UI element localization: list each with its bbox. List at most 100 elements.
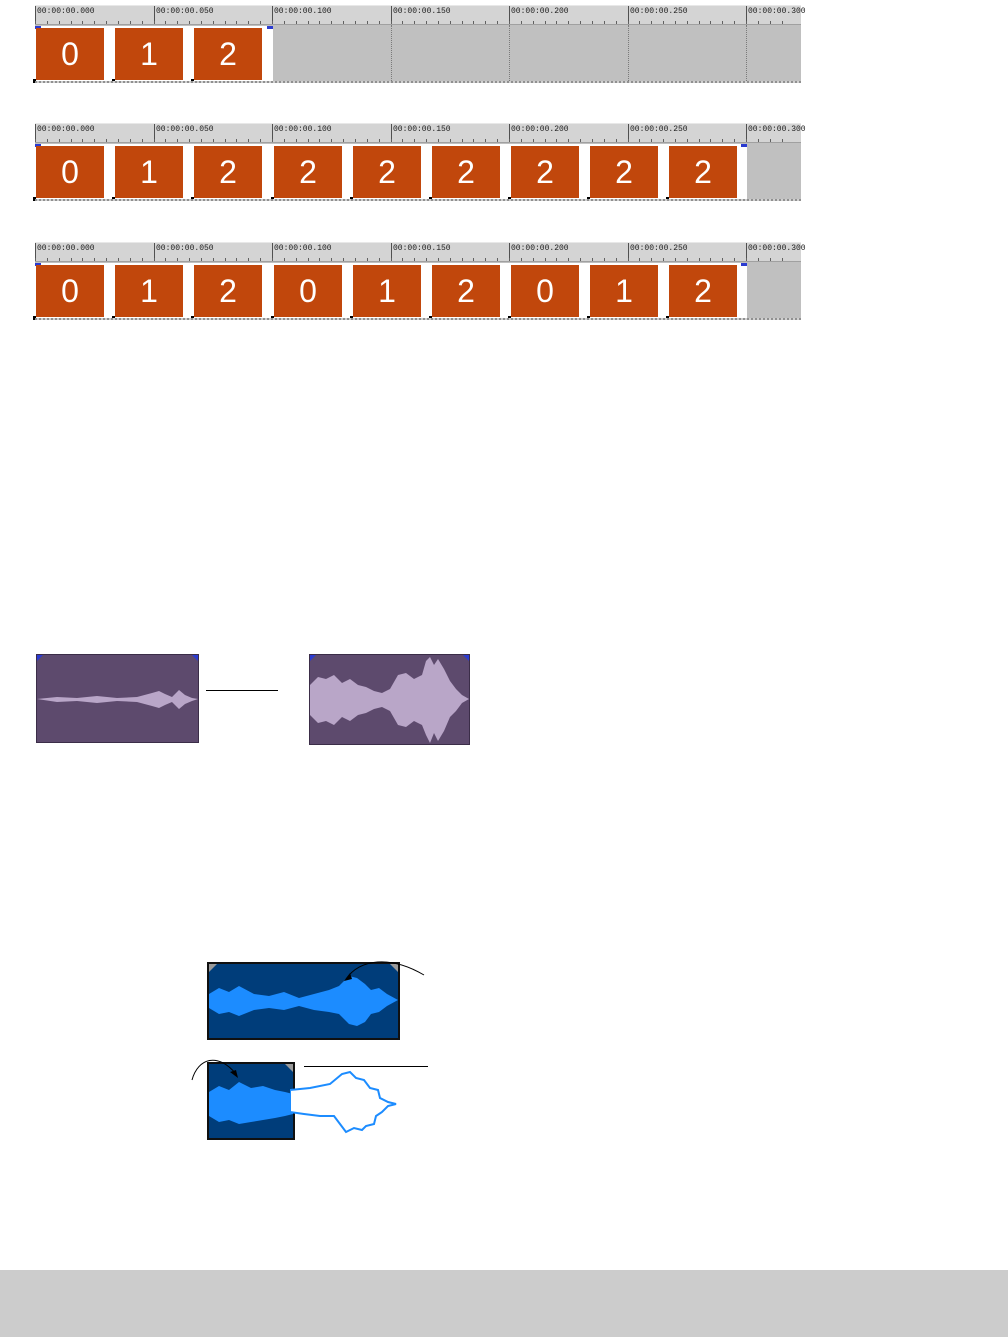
frame-cell[interactable]: 2 [590, 146, 658, 198]
ruler-minor-tick [568, 258, 570, 261]
ruler-minor-tick [414, 21, 416, 24]
frame-cell[interactable]: 2 [194, 265, 262, 317]
ruler-major-tick [391, 124, 392, 142]
frame-cell[interactable]: 0 [36, 146, 104, 198]
track-edge [35, 318, 801, 320]
footer-bar [0, 1270, 1008, 1337]
frame-number: 2 [219, 272, 237, 309]
ruler-label: 00:00:00.300 [748, 125, 806, 134]
sequence-clip[interactable]: 0 1 2 [33, 144, 273, 201]
audio-clip-full[interactable] [207, 962, 400, 1040]
timeline-1[interactable]: 00:00:00.000 00:00:00.050 00:00:00.100 0… [33, 5, 806, 83]
ruler-minor-tick [165, 21, 167, 24]
sequence-clip[interactable]: 0 1 2 [271, 263, 510, 320]
ruler-major-tick [509, 243, 510, 261]
ruler-major-tick [628, 6, 629, 24]
sequence-clip[interactable]: 0 1 2 [33, 26, 273, 83]
frame-cell[interactable]: 1 [115, 28, 183, 80]
ruler-minor-tick [117, 139, 119, 142]
frame-cell[interactable]: 2 [194, 28, 262, 80]
frame-cell[interactable]: 2 [511, 146, 579, 198]
ruler-label: 00:00:00.150 [393, 125, 451, 134]
ruler-minor-tick [354, 139, 356, 142]
timeline-2[interactable]: 00:00:00.000 00:00:00.050 00:00:00.100 0… [33, 123, 806, 201]
ruler-minor-tick [70, 139, 72, 142]
connector-line [304, 1066, 428, 1067]
frame-cell[interactable]: 0 [274, 265, 342, 317]
grid-line [391, 25, 392, 81]
sequence-clip[interactable]: 2 2 2 [508, 144, 747, 201]
sequence-clip[interactable]: 0 1 2 [508, 263, 747, 320]
ruler-label: 00:00:00.100 [274, 125, 332, 134]
sequence-clip[interactable]: 0 1 2 [33, 263, 273, 320]
frame-cell[interactable]: 2 [274, 146, 342, 198]
ruler-minor-tick [710, 258, 712, 261]
ruler-minor-tick [283, 258, 285, 261]
frame-cell[interactable]: 1 [353, 265, 421, 317]
ruler-major-tick [746, 6, 747, 24]
sequence-clip[interactable]: 2 2 2 [271, 144, 510, 201]
ruler-minor-tick [272, 21, 273, 24]
ruler-minor-tick [769, 139, 771, 142]
frame-cell[interactable]: 2 [432, 265, 500, 317]
timeline-3[interactable]: 00:00:00.000 00:00:00.050 00:00:00.100 0… [33, 242, 806, 320]
ruler-minor-tick [260, 21, 262, 24]
audio-clip-trimmed[interactable] [207, 1062, 295, 1140]
ruler-minor-tick [58, 139, 60, 142]
ruler-minor-tick [568, 21, 570, 24]
time-ruler[interactable]: 00:00:00.000 00:00:00.050 00:00:00.100 0… [35, 124, 806, 143]
waveform [310, 655, 469, 743]
ruler-minor-tick [568, 139, 570, 142]
ruler-minor-tick [639, 21, 641, 24]
grid-line [509, 25, 510, 81]
frame-cell[interactable]: 0 [36, 265, 104, 317]
ruler-minor-tick [354, 21, 356, 24]
ruler-minor-tick [437, 21, 439, 24]
ruler-minor-tick [722, 21, 724, 24]
time-ruler[interactable]: 00:00:00.000 00:00:00.050 00:00:00.100 0… [35, 243, 806, 262]
ruler-minor-tick [189, 139, 191, 142]
ruler-minor-tick [283, 139, 285, 142]
ruler-minor-tick [366, 21, 368, 24]
grid-line [746, 25, 747, 81]
ruler-minor-tick [461, 21, 463, 24]
frame-number: 2 [457, 153, 475, 190]
ruler-label: 00:00:00.250 [630, 7, 688, 16]
ruler-minor-tick [212, 139, 214, 142]
ruler-minor-tick [509, 258, 510, 261]
ruler-minor-tick [331, 139, 333, 142]
ruler-minor-tick [82, 21, 84, 24]
ruler-minor-tick [212, 258, 214, 261]
ruler-minor-tick [663, 139, 665, 142]
ruler-minor-tick [674, 21, 676, 24]
frame-cell[interactable]: 1 [115, 146, 183, 198]
ruler-minor-tick [651, 21, 653, 24]
frame-cell[interactable]: 1 [590, 265, 658, 317]
ruler-minor-tick [319, 258, 321, 261]
frame-cell[interactable]: 0 [36, 28, 104, 80]
frame-cell[interactable]: 1 [115, 265, 183, 317]
frame-cell[interactable]: 2 [194, 146, 262, 198]
frame-number: 0 [536, 272, 554, 309]
frame-cell[interactable]: 2 [432, 146, 500, 198]
frame-number: 1 [140, 272, 158, 309]
ruler-minor-tick [615, 21, 617, 24]
ruler-minor-tick [627, 139, 629, 142]
frame-cell[interactable]: 2 [669, 146, 737, 198]
audio-clip-loud[interactable] [309, 654, 470, 745]
frame-cell[interactable]: 0 [511, 265, 579, 317]
ruler-minor-tick [532, 21, 534, 24]
ruler-major-tick [272, 6, 273, 24]
connector-line [206, 690, 278, 691]
ruler-minor-tick [686, 258, 688, 261]
ruler-minor-tick [236, 21, 238, 24]
frame-cell[interactable]: 2 [669, 265, 737, 317]
ruler-minor-tick [473, 139, 475, 142]
ruler-minor-tick [141, 258, 143, 261]
frame-cell[interactable]: 2 [353, 146, 421, 198]
time-ruler[interactable]: 00:00:00.000 00:00:00.050 00:00:00.100 0… [35, 6, 806, 25]
ruler-minor-tick [165, 139, 167, 142]
ruler-major-tick [746, 243, 747, 261]
ruler-minor-tick [497, 258, 499, 261]
audio-clip-quiet[interactable] [36, 654, 199, 743]
